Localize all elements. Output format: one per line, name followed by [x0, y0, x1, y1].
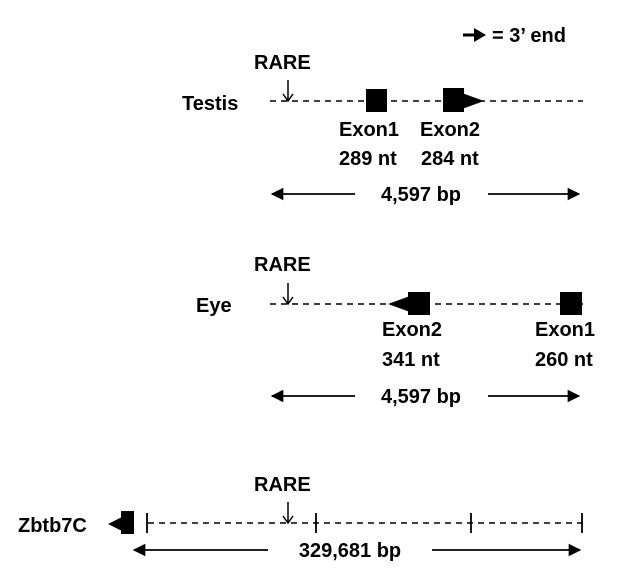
- zbtb7c-rare-arrow-icon: [282, 502, 294, 525]
- eye-3prime-arrow-icon: [388, 296, 410, 312]
- zbtb7c-exon-box: [121, 511, 134, 534]
- testis-exon1-name: Exon1: [339, 119, 399, 141]
- eye-label: Eye: [196, 295, 232, 317]
- testis-label: Testis: [182, 93, 238, 115]
- eye-scale-label: 4,597 bp: [381, 386, 461, 408]
- eye-exon2-name: Exon2: [382, 319, 442, 341]
- zbtb7c-rare-label: RARE: [254, 474, 311, 496]
- eye-track: Eye RARE Exon2 341 nt Exon1 260 nt 4,597…: [196, 254, 595, 408]
- eye-exon2-length: 341 nt: [382, 349, 440, 371]
- zbtb7c-label: Zbtb7C: [18, 515, 87, 537]
- eye-exon1-length: 260 nt: [535, 349, 593, 371]
- testis-rare-label: RARE: [254, 52, 311, 74]
- zbtb7c-3prime-arrow-icon: [108, 517, 122, 531]
- legend-text: = 3’ end: [492, 25, 566, 47]
- eye-exon1-name: Exon1: [535, 319, 595, 341]
- testis-rare-arrow-icon: [282, 80, 294, 103]
- eye-rare-arrow-icon: [282, 283, 294, 306]
- testis-3prime-arrow-icon: [462, 93, 484, 109]
- testis-exon1-length: 289 nt: [339, 148, 397, 170]
- legend-arrowhead-icon: [474, 28, 486, 42]
- testis-exon2-box: [443, 88, 464, 112]
- eye-rare-label: RARE: [254, 254, 311, 276]
- testis-exon1-box: [366, 89, 387, 112]
- zbtb7c-track: Zbtb7C RARE 329,681 bp: [18, 474, 583, 562]
- testis-exon2-length: 284 nt: [421, 148, 479, 170]
- testis-scale-label: 4,597 bp: [381, 184, 461, 206]
- legend: = 3’ end: [463, 25, 566, 47]
- zbtb7c-scale-label: 329,681 bp: [299, 540, 401, 562]
- eye-exon2-box: [408, 292, 430, 315]
- testis-exon2-name: Exon2: [420, 119, 480, 141]
- eye-exon1-box: [560, 292, 582, 315]
- testis-track: Testis RARE Exon1 Exon2 289 nt 284 nt 4,…: [182, 52, 583, 206]
